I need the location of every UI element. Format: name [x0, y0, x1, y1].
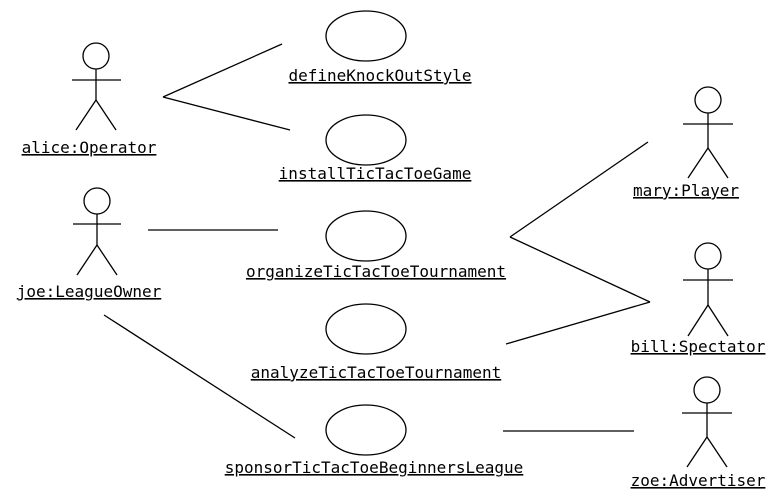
actor-zoe[interactable]: zoe:Advertiser — [631, 376, 766, 490]
associations — [103, 43, 651, 439]
association-alice-defineKnockOutStyle — [162, 43, 283, 98]
use-case-label: sponsorTicTacToeBeginnersLeague — [225, 458, 524, 477]
association-joe-sponsorTicTacToeBeginnersLeague — [103, 314, 296, 439]
use-case-ellipse — [325, 210, 407, 262]
association-organize-bill — [509, 236, 651, 303]
stick-figure-icon — [73, 187, 121, 276]
actor-label: zoe:Advertiser — [631, 471, 766, 490]
actor-label: bill:Spectator — [631, 337, 766, 356]
stick-figure-icon — [683, 242, 733, 337]
use-case-sponsorTicTacToeBeginnersLeague[interactable]: sponsorTicTacToeBeginnersLeague — [225, 404, 524, 477]
actor-alice[interactable]: alice:Operator — [22, 42, 157, 157]
stick-figure-icon — [683, 86, 733, 179]
use-case-ellipse — [325, 404, 407, 456]
association-organize-mary — [509, 141, 649, 238]
use-case-installTicTacToeGame[interactable]: installTicTacToeGame — [279, 114, 472, 183]
use-case-analyzeTicTacToeTournament[interactable]: analyzeTicTacToeTournament — [251, 303, 501, 382]
actor-label: mary:Player — [633, 181, 739, 200]
actor-mary[interactable]: mary:Player — [633, 86, 739, 200]
use-case-label: installTicTacToeGame — [279, 164, 472, 183]
actor-joe[interactable]: joe:LeagueOwner — [17, 187, 162, 301]
use-case-organizeTicTacToeTournament[interactable]: organizeTicTacToeTournament — [246, 210, 506, 281]
association-analyze-bill — [505, 301, 651, 345]
actor-bill[interactable]: bill:Spectator — [631, 242, 766, 356]
actor-label: alice:Operator — [22, 138, 157, 157]
actor-label: joe:LeagueOwner — [17, 282, 162, 301]
use-case-ellipse — [325, 10, 407, 62]
use-case-label: analyzeTicTacToeTournament — [251, 363, 501, 382]
stick-figure-icon — [72, 42, 121, 131]
use-case-ellipse — [325, 114, 407, 166]
use-case-label: organizeTicTacToeTournament — [246, 262, 506, 281]
association-alice-installTicTacToeGame — [162, 96, 291, 131]
use-case-ellipse — [325, 303, 407, 355]
stick-figure-icon — [682, 376, 732, 468]
use-case-defineKnockOutStyle[interactable]: defineKnockOutStyle — [288, 10, 472, 85]
use-case-label: defineKnockOutStyle — [288, 66, 471, 85]
